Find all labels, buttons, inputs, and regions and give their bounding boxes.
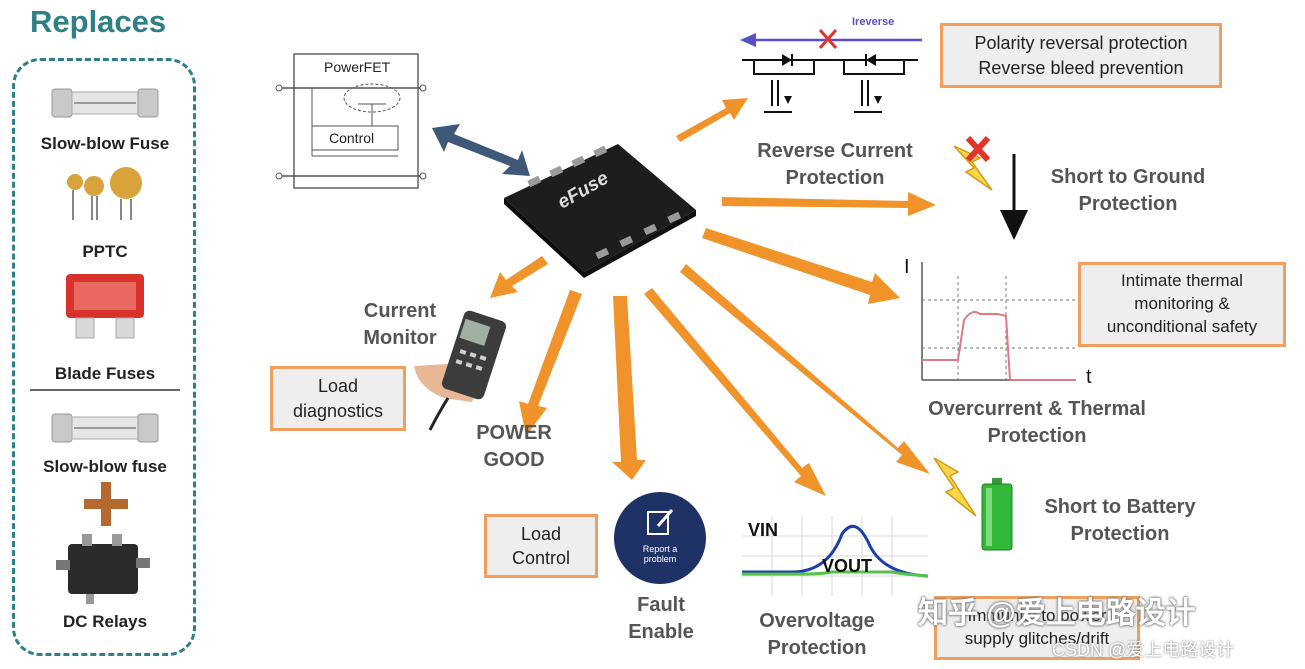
immunity-box-line2: supply glitches/drift	[964, 629, 1110, 648]
dc-relay-image	[56, 534, 150, 604]
powerfet-label: PowerFET	[324, 59, 391, 75]
battery-lightning-icon	[933, 457, 1013, 551]
thermal-box-line2: monitoring &	[1134, 294, 1230, 314]
power-good-line2: GOOD	[483, 449, 545, 471]
report-problem-line2: problem	[643, 554, 677, 565]
load-diagnostics-box: Load diagnostics	[270, 366, 406, 431]
overcurrent-x-axis: t	[1086, 366, 1092, 388]
load-control-line1: Load	[520, 523, 562, 544]
overvoltage-label: Overvoltage Protection	[742, 608, 892, 662]
short-battery-line1: Short to Battery	[1044, 496, 1196, 518]
overvoltage-line1: Overvoltage	[759, 610, 875, 632]
short-battery-line2: Protection	[1070, 523, 1170, 545]
polarity-box-line2: Reverse bleed prevention	[978, 57, 1184, 78]
efuse-chip	[504, 144, 696, 278]
pptc-image	[67, 167, 142, 220]
polarity-box-line1: Polarity reversal protection	[974, 33, 1188, 54]
overcurrent-chart	[921, 262, 1076, 381]
reverse-current-schematic	[740, 29, 922, 113]
lightning-x-icon	[953, 135, 1028, 240]
load-diagnostics-line2: diagnostics	[292, 400, 384, 421]
fault-enable-label: Fault Enable	[616, 592, 706, 646]
overcurrent-y-axis: I	[904, 256, 910, 278]
watermark-sub: CSDN @爱上电路设计	[1052, 640, 1235, 660]
slow-blow-fuse-label: Slow-blow Fuse	[40, 134, 170, 153]
immunity-box: Immunity to power supply glitches/drift	[934, 596, 1140, 660]
reverse-current-line1: Reverse Current	[757, 140, 913, 162]
fault-enable-line2: Enable	[628, 621, 694, 643]
overcurrent-label: Overcurrent & Thermal Protection	[912, 396, 1162, 450]
dc-relays-label: DC Relays	[62, 612, 148, 631]
blade-fuses-label: Blade Fuses	[54, 364, 156, 383]
thermal-box: Intimate thermal monitoring & unconditio…	[1078, 262, 1286, 347]
watermark-main: 知乎 @爱上电路设计	[918, 597, 1196, 630]
slow-blow-fuse-2-label: Slow-blow fuse	[43, 457, 167, 476]
short-battery-label: Short to Battery Protection	[1030, 494, 1210, 548]
report-problem-badge[interactable]: Report a problem	[614, 492, 706, 584]
current-monitor-label: Current Monitor	[350, 298, 450, 352]
load-control-box: Load Control	[484, 514, 598, 578]
slow-blow-fuse-image-2	[51, 413, 159, 443]
fault-enable-line1: Fault	[637, 594, 685, 616]
power-good-line1: POWER	[476, 422, 552, 444]
edit-icon	[647, 509, 674, 535]
overcurrent-line1: Overcurrent & Thermal	[928, 398, 1146, 420]
overcurrent-line2: Protection	[987, 425, 1087, 447]
vin-label: VIN	[748, 520, 779, 540]
short-ground-line1: Short to Ground	[1050, 166, 1206, 188]
current-monitor-line1: Current	[363, 300, 437, 322]
load-control-line2: Control	[511, 548, 571, 568]
short-ground-line2: Protection	[1078, 193, 1178, 215]
thermal-box-line1: Intimate thermal	[1121, 271, 1243, 291]
reverse-current-line2: Protection	[785, 167, 885, 189]
replaces-panel	[12, 58, 196, 656]
reverse-current-label: Reverse Current Protection	[740, 138, 930, 192]
overvoltage-line2: Protection	[767, 637, 867, 659]
pptc-label: PPTC	[82, 242, 128, 261]
bidirectional-arrow-icon	[432, 124, 530, 176]
replaces-title: Replaces	[30, 4, 167, 39]
short-ground-label: Short to Ground Protection	[1038, 164, 1218, 218]
control-label: Control	[329, 130, 375, 146]
blade-fuse-image	[66, 274, 144, 339]
current-monitor-line2: Monitor	[363, 327, 437, 349]
power-good-label: POWER GOOD	[462, 420, 566, 474]
report-problem-text: Report a problem	[614, 544, 706, 565]
load-diagnostics-line1: Load	[317, 376, 359, 397]
immunity-box-line1: Immunity to power	[967, 606, 1107, 626]
plus-icon	[84, 482, 128, 526]
thermal-box-line3: unconditional safety	[1106, 316, 1258, 336]
ireverse-label: Ireverse	[852, 16, 895, 28]
handheld-meter-image	[414, 310, 507, 431]
powerfet-schematic	[275, 53, 427, 189]
overvoltage-chart	[742, 516, 929, 596]
slow-blow-fuse-image	[51, 88, 159, 118]
report-problem-line1: Report a	[642, 544, 678, 554]
vout-label: VOUT	[822, 556, 873, 576]
divider	[30, 389, 180, 391]
polarity-box: Polarity reversal protection Reverse ble…	[940, 23, 1222, 88]
